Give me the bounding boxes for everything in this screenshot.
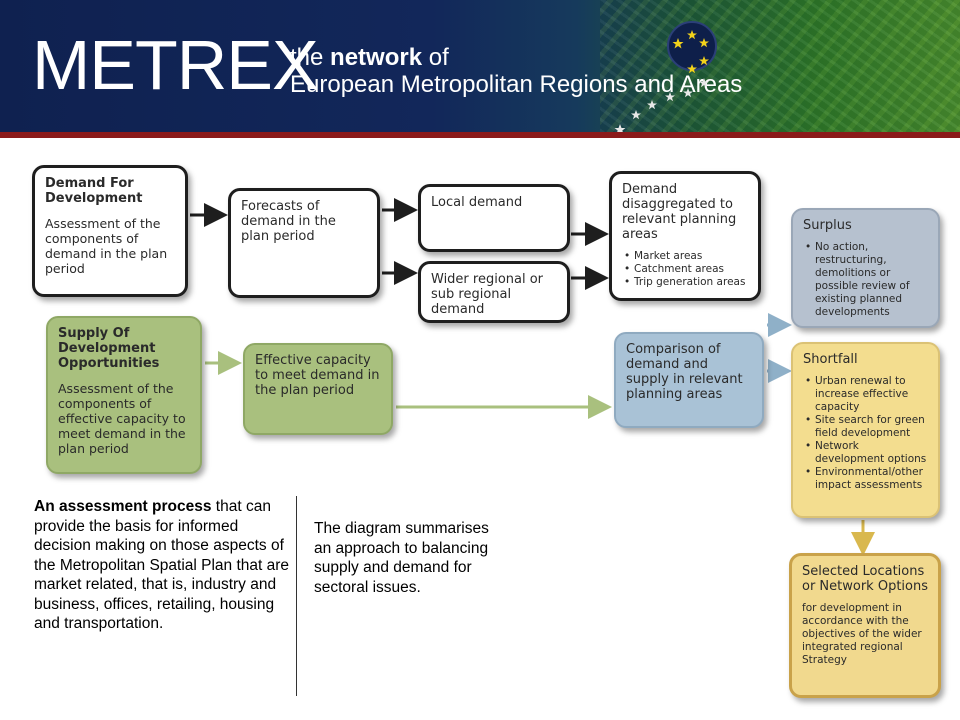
demand-for-development-box: Demand For Development Assessment of the…: [32, 165, 188, 297]
assessment-description: An assessment process that can provide t…: [34, 497, 290, 634]
capacity-box-body: Effective capacity to meet demand in the…: [255, 353, 380, 398]
disaggregated-list: Market areas Catchment areas Trip genera…: [622, 250, 748, 289]
shortfall-box: Shortfall Urban renewal to increase effe…: [791, 342, 940, 518]
list-item: Catchment areas: [622, 263, 748, 276]
forecasts-box: Forecasts of demand in the plan period: [228, 188, 380, 298]
header-banner: METREX the network of European Metropoli…: [0, 0, 960, 138]
shortfall-list: Urban renewal to increase effective capa…: [803, 375, 928, 492]
assessment-description-bold: An assessment process: [34, 498, 212, 515]
eu-stars-emblem-icon: [614, 21, 717, 134]
effective-capacity-box: Effective capacity to meet demand in the…: [243, 343, 393, 435]
demand-disaggregated-box: Demand disaggregated to relevant plannin…: [609, 171, 761, 301]
tagline-bold: network: [330, 44, 423, 71]
disaggregated-title: Demand disaggregated to relevant plannin…: [622, 182, 737, 242]
list-item: Environmental/other impact assessments: [803, 466, 928, 492]
vertical-divider: [296, 496, 297, 696]
wider-demand-body: Wider regional or sub regional demand: [431, 272, 544, 317]
tagline-prefix: the: [290, 44, 331, 71]
supply-box-body: Assessment of the components of effectiv…: [58, 381, 186, 456]
comparison-box-body: Comparison of demand and supply in relev…: [626, 342, 743, 402]
selected-locations-box: Selected Locations or Network Options fo…: [789, 553, 941, 698]
list-item: Trip generation areas: [622, 276, 748, 289]
surplus-title: Surplus: [803, 218, 852, 233]
satellite-map-texture: [600, 0, 960, 132]
brand-logo-text: METREX: [32, 26, 319, 104]
selected-title: Selected Locations or Network Options: [802, 564, 929, 594]
comparison-box: Comparison of demand and supply in relev…: [614, 332, 764, 428]
local-demand-box: Local demand: [418, 184, 570, 252]
tagline-line2: European Metropolitan Regions and Areas: [290, 71, 743, 98]
forecasts-box-body: Forecasts of demand in the plan period: [241, 199, 336, 244]
selected-body: for development in accordance with the o…: [802, 602, 922, 666]
wider-demand-box: Wider regional or sub regional demand: [418, 261, 570, 323]
local-demand-body: Local demand: [431, 195, 523, 210]
diagram-summary: The diagram summarises an approach to ba…: [314, 520, 489, 596]
assessment-description-rest: that can provide the basis for informed …: [34, 498, 290, 632]
supply-demand-diagram: Demand For Development Assessment of the…: [0, 150, 960, 710]
list-item: No action, restructuring, demolitions or…: [803, 241, 928, 319]
list-item: Site search for green field development: [803, 414, 928, 440]
surplus-list: No action, restructuring, demolitions or…: [803, 241, 928, 319]
list-item: Market areas: [622, 250, 748, 263]
tagline-suffix: of: [422, 44, 449, 71]
diagram-connectors: [190, 198, 875, 556]
list-item: Network development options: [803, 440, 928, 466]
demand-box-body: Assessment of the components of demand i…: [45, 216, 168, 276]
demand-box-title: Demand For Development: [45, 176, 143, 206]
surplus-box: Surplus No action, restructuring, demoli…: [791, 208, 940, 328]
supply-box-title: Supply Of Development Opportunities: [58, 326, 160, 371]
list-item: Urban renewal to increase effective capa…: [803, 375, 928, 414]
supply-of-development-box: Supply Of Development Opportunities Asse…: [46, 316, 202, 474]
brand-tagline: the network of European Metropolitan Reg…: [290, 44, 742, 98]
shortfall-title: Shortfall: [803, 352, 858, 367]
